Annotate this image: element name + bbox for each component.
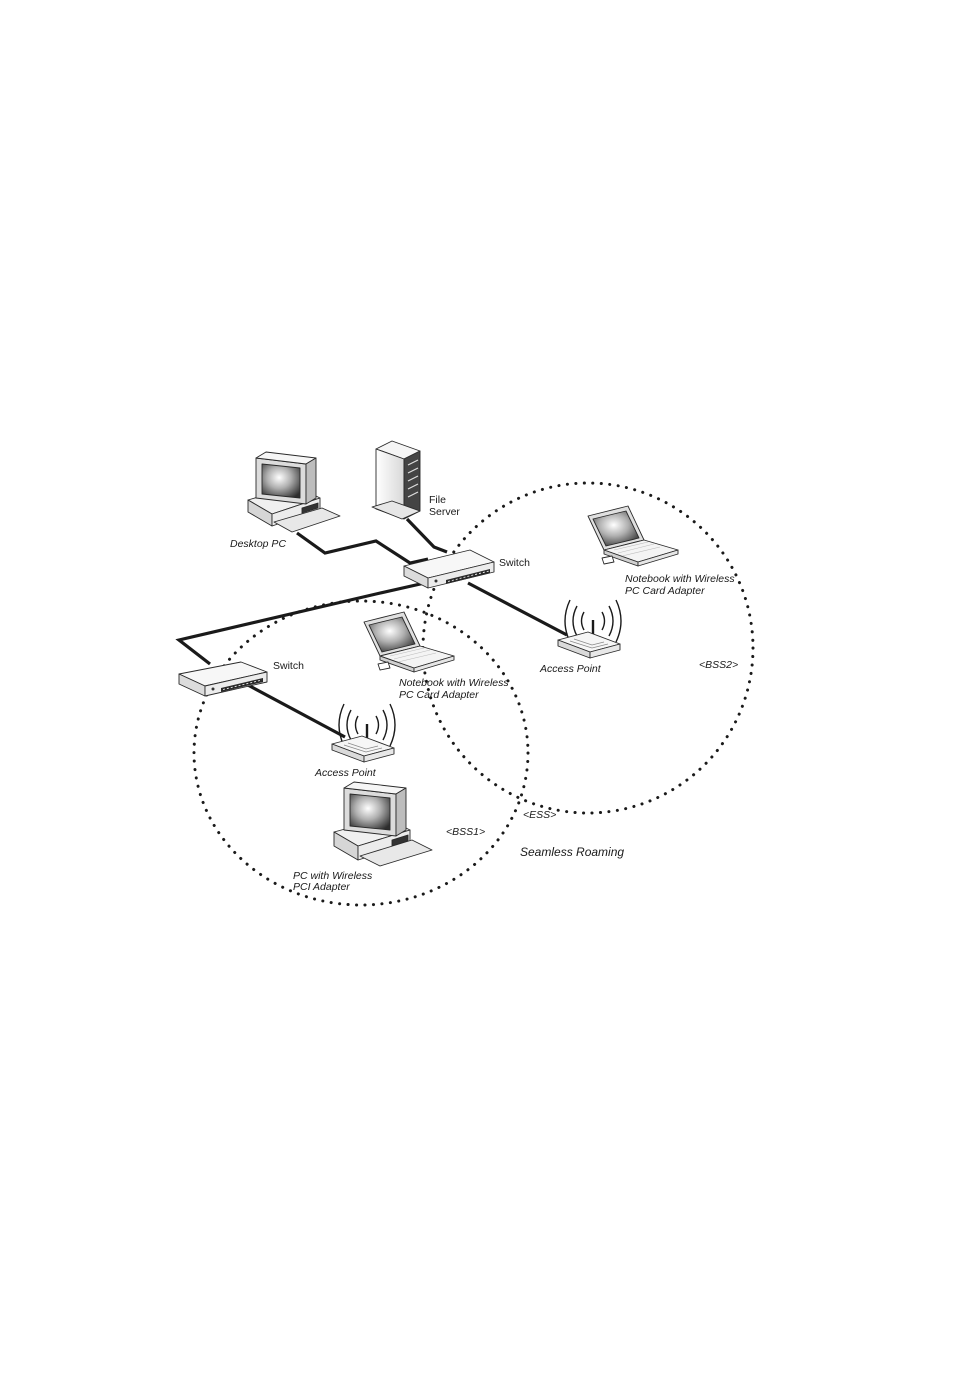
pc-icon: [333, 781, 433, 867]
switch-top-label: Switch: [499, 557, 530, 569]
switch-left-label: Switch: [273, 660, 304, 672]
pc-wireless-label-line1: PC with Wireless: [293, 870, 373, 882]
access-point-right-label: Access Point: [539, 663, 602, 675]
file-server-label-line1: File: [429, 494, 446, 506]
file-server-label-line2: Server: [429, 506, 460, 518]
desktop-pc-icon: [247, 451, 341, 533]
bss1-coverage-area: [192, 599, 530, 907]
switch-icon: [403, 549, 495, 589]
notebook-top-label-line1: Notebook with Wireless: [625, 573, 735, 585]
bss2-label: <BSS2>: [699, 659, 738, 671]
pc-wireless-label-line2: PCI Adapter: [293, 881, 350, 893]
cable-desktop-to-switch: [296, 531, 429, 565]
desktop-pc-label: Desktop PC: [230, 538, 286, 550]
access-point-icon: [331, 703, 396, 763]
switch-icon: [178, 661, 268, 697]
notebook-mid-label-line1: Notebook with Wireless: [399, 677, 509, 689]
notebook-mid-label-line2: PC Card Adapter: [399, 689, 479, 701]
cable-switch-to-access-point-right: [467, 581, 568, 637]
seamless-roaming-label: Seamless Roaming: [520, 845, 624, 859]
cable-server-to-switch: [405, 517, 448, 554]
notebook-icon: [587, 505, 679, 567]
ethernet-cables: [175, 517, 568, 739]
file-server-icon: [371, 440, 421, 520]
bss1-label: <BSS1>: [446, 826, 485, 838]
access-point-icon: [557, 599, 622, 659]
cable-switch-to-access-point-left: [245, 682, 346, 739]
ess-label: <ESS>: [523, 809, 556, 821]
notebook-top-label-line2: PC Card Adapter: [625, 585, 705, 597]
cable-switch-to-switch: [175, 578, 439, 666]
access-point-left-label: Access Point: [314, 767, 377, 779]
notebook-icon: [363, 611, 455, 673]
